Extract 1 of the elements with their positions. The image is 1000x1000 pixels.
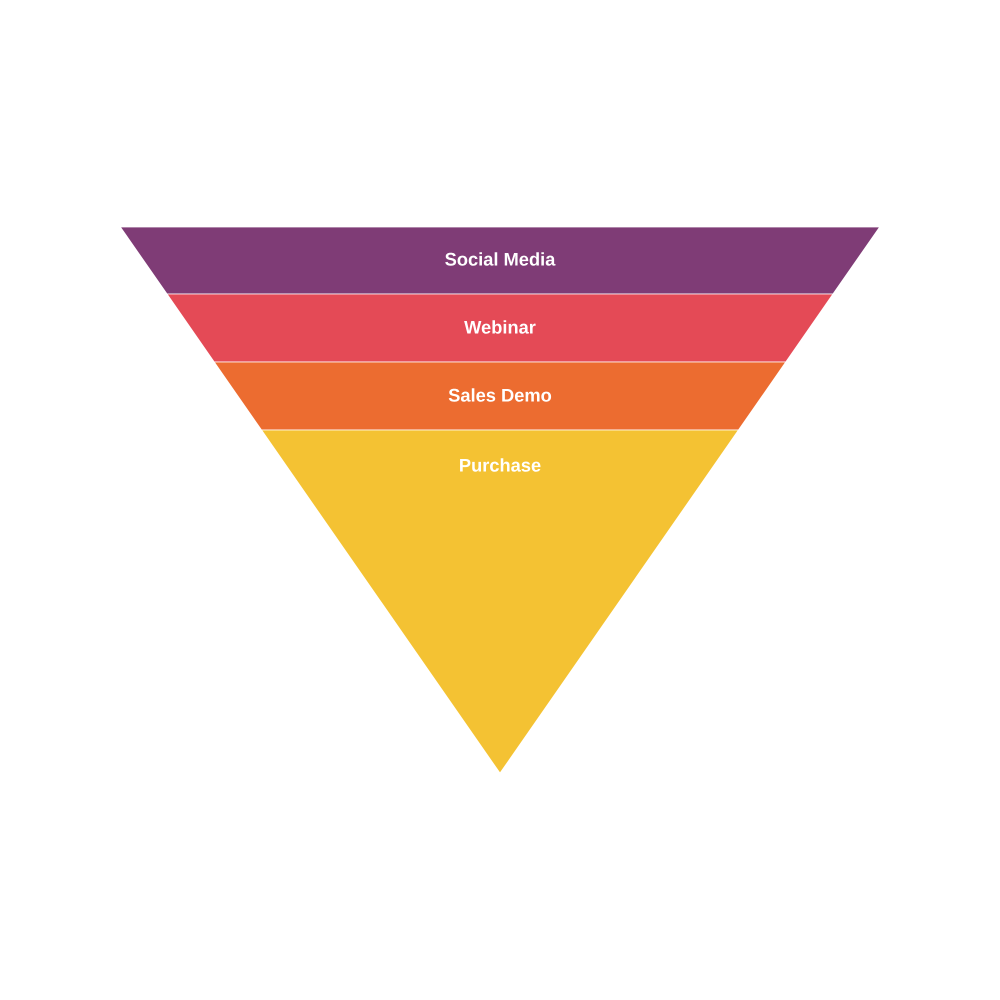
funnel-band: Sales Demo	[214, 362, 786, 430]
